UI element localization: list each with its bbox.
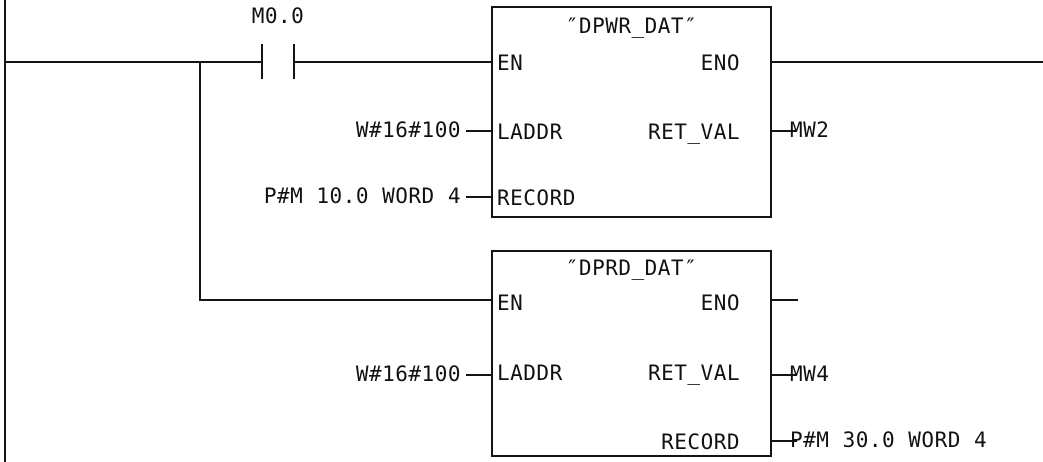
- contact-operand-label: M0.0: [251, 4, 305, 28]
- function-block-dprd-dat[interactable]: ″DPRD_DAT″ EN LADDR ENO RET_VAL RECORD: [491, 250, 772, 457]
- pin-label-retval-dprd: RET_VAL: [647, 361, 740, 385]
- pin-label-eno-dprd: ENO: [700, 291, 740, 315]
- pin-label-laddr-dpwr: LADDR: [497, 120, 563, 144]
- pin-label-record-dpwr: RECORD: [497, 186, 576, 210]
- pin-label-record-dprd: RECORD: [661, 430, 740, 454]
- operand-laddr-dpwr[interactable]: W#16#100: [355, 118, 461, 142]
- rung-segment-rail-to-contact: [4, 61, 262, 63]
- operand-laddr-dprd[interactable]: W#16#100: [355, 362, 461, 386]
- branch-vertical-wire: [199, 61, 201, 301]
- pin-label-retval-dpwr: RET_VAL: [647, 120, 740, 144]
- operand-record-dprd[interactable]: P#M 30.0 WORD 4: [790, 428, 988, 452]
- operand-retval-dprd[interactable]: MW4: [790, 362, 830, 386]
- wire-record-output-dprd: [770, 440, 797, 442]
- left-power-rail: [4, 0, 6, 462]
- function-block-title-dpwr: ″DPWR_DAT″: [565, 14, 698, 38]
- operand-retval-dpwr[interactable]: MW2: [790, 118, 830, 142]
- wire-laddr-input-dprd: [466, 374, 493, 376]
- pin-label-en-dprd: EN: [497, 291, 524, 315]
- contact-bar-left: [261, 44, 263, 79]
- pin-label-en-dpwr: EN: [497, 51, 524, 75]
- branch-segment-to-en2: [199, 299, 492, 301]
- pin-label-eno-dpwr: ENO: [700, 51, 740, 75]
- wire-eno-output-dpwr: [770, 61, 1043, 63]
- wire-retval-output-dpwr: [770, 130, 797, 132]
- wire-laddr-input-dpwr: [466, 130, 493, 132]
- pin-label-laddr-dprd: LADDR: [497, 361, 563, 385]
- wire-retval-output-dprd: [770, 374, 797, 376]
- operand-record-dpwr[interactable]: P#M 10.0 WORD 4: [263, 184, 461, 208]
- function-block-dpwr-dat[interactable]: ″DPWR_DAT″ EN LADDR RECORD ENO RET_VAL: [491, 6, 772, 218]
- function-block-title-dprd: ″DPRD_DAT″: [565, 256, 698, 280]
- wire-record-input-dpwr: [466, 196, 493, 198]
- wire-eno-output-dprd: [770, 299, 798, 301]
- rung-segment-contact-to-en1: [293, 61, 492, 63]
